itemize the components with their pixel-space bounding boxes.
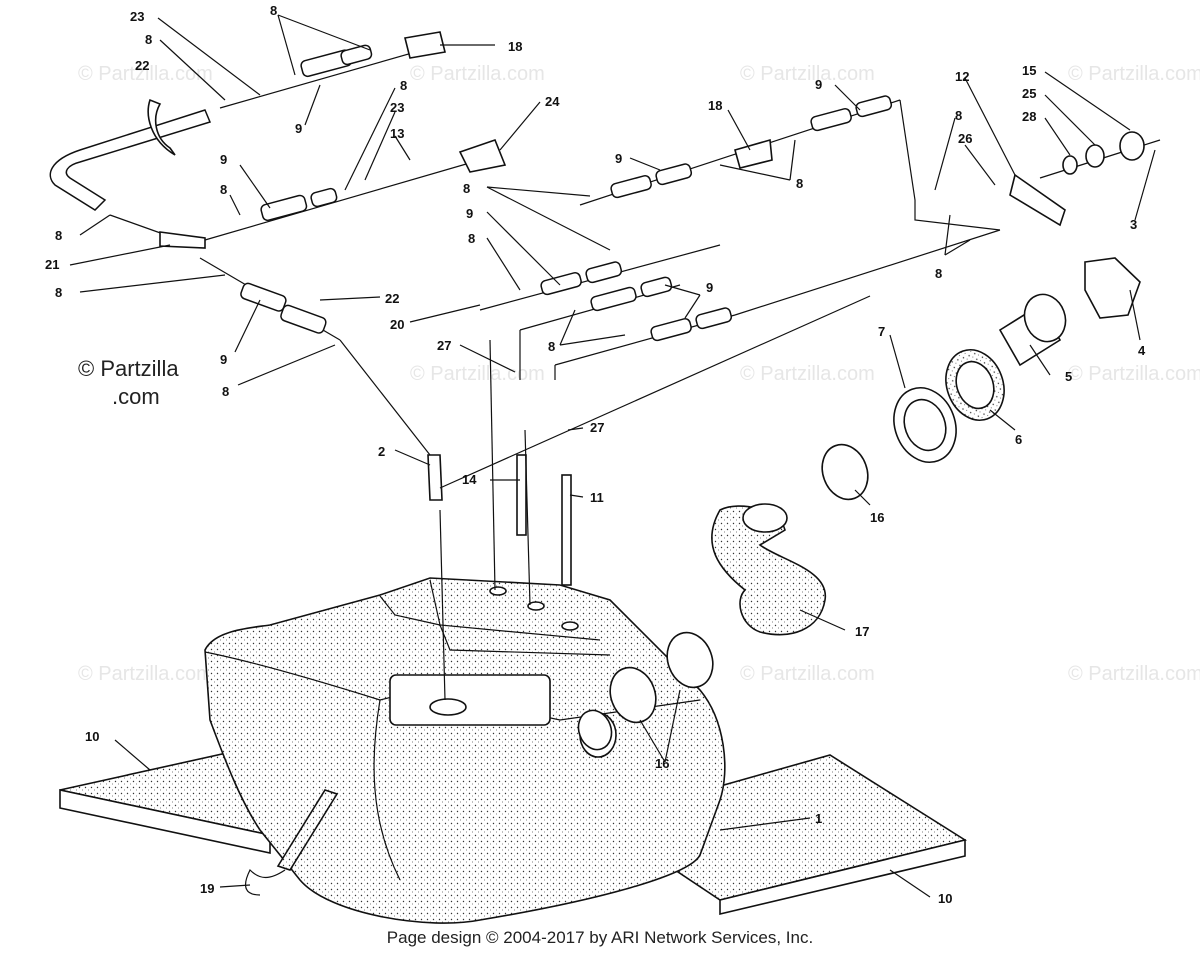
fuel-sender	[245, 509, 446, 896]
callout-7: 7	[878, 324, 885, 339]
leader-lines	[69, 14, 1156, 898]
callout-28: 28	[1022, 109, 1036, 124]
callout-21: 21	[45, 257, 59, 272]
callout-13: 13	[390, 126, 404, 141]
callout-18: 18	[708, 98, 722, 113]
callout-9: 9	[220, 152, 227, 167]
callout-9: 9	[706, 280, 713, 295]
callout-8: 8	[55, 228, 62, 243]
watermark: © Partzilla.com	[1068, 363, 1200, 385]
watermark: © Partzilla.com	[1068, 663, 1200, 685]
callout-9: 9	[815, 77, 822, 92]
callout-8: 8	[55, 285, 62, 300]
watermark: © Partzilla.com	[410, 63, 545, 85]
callout-27: 27	[437, 338, 451, 353]
callout-14: 14	[462, 472, 477, 487]
hose-clamps	[577, 443, 869, 751]
callout-22: 22	[135, 58, 149, 73]
callout-24: 24	[545, 94, 560, 109]
copyright-line: © Partzilla	[78, 356, 179, 381]
callout-25: 25	[1022, 86, 1036, 101]
vent-hoses-right	[479, 95, 1161, 380]
callout-numbers: 23 8 8 18 22 8 9 23 24 13 9 8 8 21 8 22 …	[45, 3, 1146, 906]
watermark: © Partzilla.com	[740, 63, 875, 85]
watermark: © Partzilla.com	[78, 63, 213, 85]
callout-16: 16	[870, 510, 884, 525]
callout-8: 8	[222, 384, 229, 399]
filler-hose	[711, 503, 826, 636]
callout-11: 11	[590, 490, 604, 505]
callout-2: 2	[378, 444, 385, 459]
watermark: © Partzilla.com	[78, 663, 213, 685]
page-footer: Page design © 2004-2017 by ARI Network S…	[386, 928, 814, 947]
fuel-tank	[204, 577, 726, 924]
callout-9: 9	[466, 206, 473, 221]
callout-8: 8	[220, 182, 227, 197]
callout-8: 8	[935, 266, 942, 281]
callout-23: 23	[390, 100, 404, 115]
callout-26: 26	[958, 131, 972, 146]
watermark: © Partzilla.com	[740, 663, 875, 685]
callout-27: 27	[590, 420, 604, 435]
callout-8: 8	[270, 3, 277, 18]
watermarks: © Partzilla.com © Partzilla.com © Partzi…	[78, 63, 1200, 685]
callout-8: 8	[955, 108, 962, 123]
callout-17: 17	[855, 624, 869, 639]
copyright-notice: © Partzilla .com	[78, 355, 179, 411]
callout-8: 8	[796, 176, 803, 191]
callout-8: 8	[548, 339, 555, 354]
callout-9: 9	[295, 121, 302, 136]
callout-10: 10	[938, 891, 952, 906]
callout-4: 4	[1138, 343, 1146, 358]
callout-20: 20	[390, 317, 404, 332]
callout-8: 8	[468, 231, 475, 246]
callout-6: 6	[1015, 432, 1022, 447]
callout-22: 22	[385, 291, 399, 306]
callout-5: 5	[1065, 369, 1072, 384]
callout-10: 10	[85, 729, 99, 744]
copyright-line: .com	[112, 384, 160, 409]
watermark: © Partzilla.com	[1068, 63, 1200, 85]
callout-3: 3	[1130, 217, 1137, 232]
callout-9: 9	[220, 352, 227, 367]
callout-8: 8	[463, 181, 470, 196]
callout-18: 18	[508, 39, 522, 54]
filler-cap-assembly	[893, 257, 1141, 463]
callout-8: 8	[145, 32, 152, 47]
callout-9: 9	[615, 151, 622, 166]
callout-12: 12	[955, 69, 969, 84]
callout-19: 19	[200, 881, 214, 896]
callout-16: 16	[655, 756, 669, 771]
callout-8: 8	[400, 78, 407, 93]
callout-23: 23	[130, 9, 144, 24]
callout-15: 15	[1022, 63, 1036, 78]
callout-1: 1	[815, 811, 822, 826]
vent-hoses	[49, 31, 507, 501]
watermark: © Partzilla.com	[740, 363, 875, 385]
watermark: © Partzilla.com	[410, 363, 545, 385]
